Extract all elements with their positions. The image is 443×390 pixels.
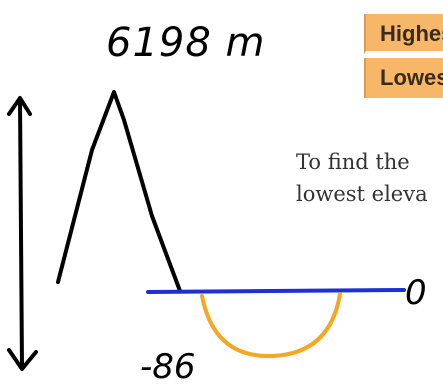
instruction-text: To find the lowest eleva <box>296 146 443 210</box>
trench-arc <box>200 292 342 359</box>
highest-row: Highest <box>364 14 443 54</box>
mountain-peak <box>56 90 182 293</box>
lowest-row: Lowest <box>364 58 443 98</box>
sea-level-line <box>146 288 406 294</box>
instruction-line-2: lowest eleva <box>296 182 428 206</box>
peak-elevation-label: 6198 m <box>106 20 265 66</box>
instruction-line-1: To find the <box>296 150 410 174</box>
trench-depth-label: -86 <box>140 347 196 387</box>
vertical-double-arrow <box>7 96 38 371</box>
zero-label: 0 <box>405 273 427 313</box>
